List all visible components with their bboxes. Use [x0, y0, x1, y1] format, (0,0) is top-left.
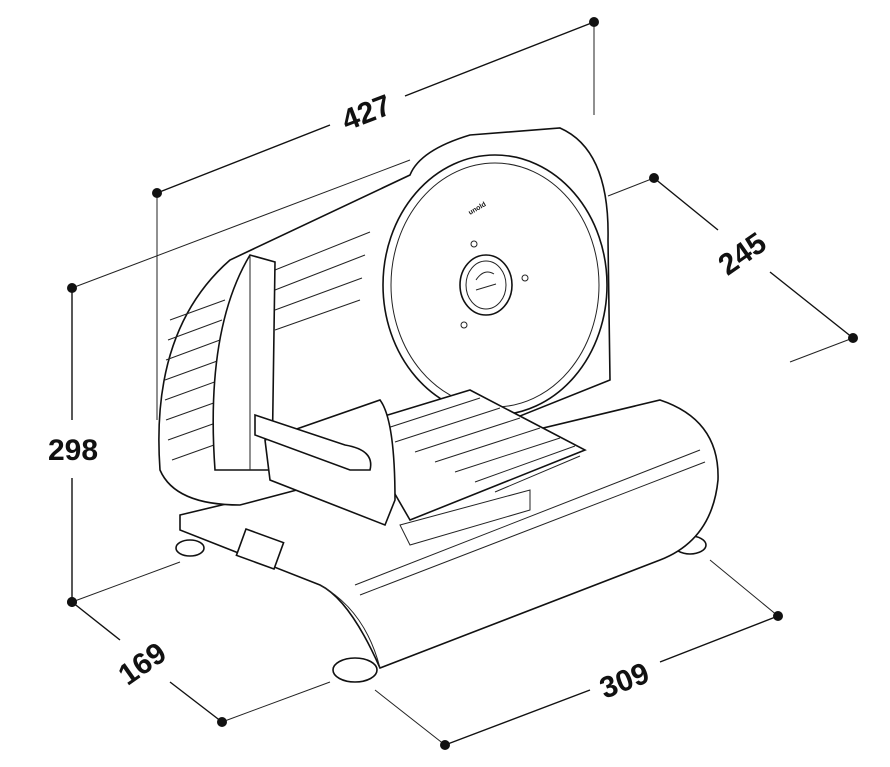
extension-lines [71, 22, 854, 746]
dimension-label-309: 309 [595, 657, 654, 706]
dimension-line-427 [152, 17, 599, 198]
housing-ribs [164, 231, 371, 461]
dimension-line-169 [67, 597, 227, 727]
dimension-label-169: 169 [113, 636, 173, 692]
pusher-handle [254, 413, 372, 471]
dimension-label-245: 245 [713, 226, 773, 282]
dimension-line-245 [649, 173, 858, 343]
carriage-tray [254, 389, 587, 546]
blade-hub [459, 254, 513, 316]
dimension-line-309 [440, 611, 783, 750]
blade: unold [382, 154, 608, 416]
dimension-label-298: 298 [48, 434, 98, 467]
handle-recess [235, 527, 285, 571]
dimension-label-427: 427 [337, 89, 396, 138]
